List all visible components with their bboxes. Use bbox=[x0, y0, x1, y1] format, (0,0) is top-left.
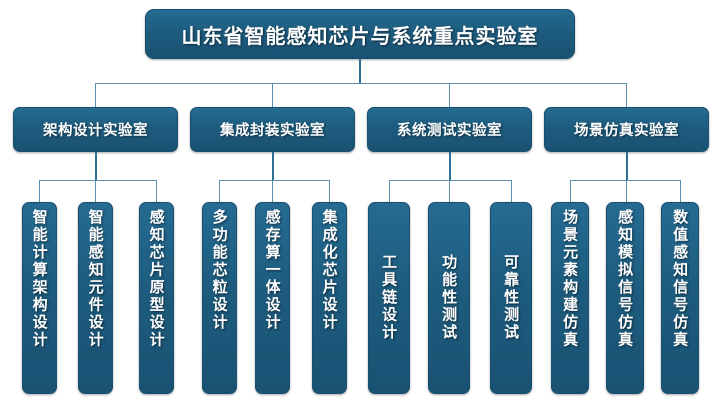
connector-leaf-2-0 bbox=[389, 180, 390, 202]
connector-level2-bus-right bbox=[359, 83, 627, 84]
group-node-1[interactable]: 集成封装实验室 bbox=[190, 107, 355, 152]
connector-drop-group-1 bbox=[272, 83, 273, 107]
group-node-2-label: 系统测试实验室 bbox=[397, 123, 502, 139]
leaf-node-0-0-label: 智能计算架构设计 bbox=[30, 209, 49, 349]
connector-root-stem bbox=[359, 59, 361, 84]
leaf-node-1-2[interactable]: 集成化芯片设计 bbox=[312, 202, 347, 394]
leaf-node-2-2-label: 可靠性测试 bbox=[502, 254, 521, 342]
connector-leaf-0-2 bbox=[156, 180, 157, 202]
connector-level2-bus-left bbox=[95, 83, 359, 84]
leaf-node-2-2[interactable]: 可靠性测试 bbox=[490, 202, 532, 394]
leaf-node-3-1[interactable]: 感知模拟信号仿真 bbox=[606, 202, 644, 394]
leaf-node-3-1-label: 感知模拟信号仿真 bbox=[616, 209, 635, 349]
connector-drop-group-0 bbox=[95, 83, 96, 107]
connector-drop-group-3 bbox=[626, 83, 627, 107]
leaf-node-0-0[interactable]: 智能计算架构设计 bbox=[22, 202, 57, 394]
group-node-0-label: 架构设计实验室 bbox=[43, 123, 148, 139]
connector-group-2-stem bbox=[449, 152, 451, 180]
leaf-node-3-2-label: 数值感知信号仿真 bbox=[671, 209, 690, 349]
leaf-node-1-1-label: 感存算一体设计 bbox=[263, 209, 282, 332]
leaf-node-1-1[interactable]: 感存算一体设计 bbox=[255, 202, 290, 394]
group-node-2[interactable]: 系统测试实验室 bbox=[367, 107, 532, 152]
connector-drop-group-2 bbox=[449, 83, 450, 107]
leaf-node-1-0[interactable]: 多功能芯粒设计 bbox=[202, 202, 237, 394]
root-node-label: 山东省智能感知芯片与系统重点实验室 bbox=[181, 23, 539, 48]
connector-leaf-3-1 bbox=[626, 180, 627, 202]
connector-leaf-0-0 bbox=[39, 180, 40, 202]
connector-leaf-3-2 bbox=[680, 180, 681, 202]
leaf-node-2-0[interactable]: 工具链设计 bbox=[368, 202, 410, 394]
connector-group-0-bus bbox=[39, 180, 156, 181]
connector-group-1-stem bbox=[272, 152, 274, 180]
leaf-node-3-0[interactable]: 场景元素构建仿真 bbox=[551, 202, 589, 394]
connector-group-3-stem bbox=[626, 152, 628, 180]
connector-group-2-bus bbox=[389, 180, 511, 181]
connector-leaf-0-1 bbox=[95, 180, 96, 202]
group-node-3[interactable]: 场景仿真实验室 bbox=[544, 107, 709, 152]
leaf-node-1-2-label: 集成化芯片设计 bbox=[320, 209, 339, 332]
connector-group-0-stem bbox=[95, 152, 97, 180]
group-node-0[interactable]: 架构设计实验室 bbox=[13, 107, 178, 152]
connector-leaf-2-1 bbox=[449, 180, 450, 202]
connector-leaf-2-2 bbox=[511, 180, 512, 202]
connector-leaf-1-1 bbox=[272, 180, 273, 202]
connector-group-3-bus bbox=[570, 180, 680, 181]
leaf-node-2-1[interactable]: 功能性测试 bbox=[428, 202, 470, 394]
leaf-node-0-2-label: 感知芯片原型设计 bbox=[147, 209, 166, 349]
leaf-node-0-2[interactable]: 感知芯片原型设计 bbox=[139, 202, 174, 394]
leaf-node-1-0-label: 多功能芯粒设计 bbox=[210, 209, 229, 332]
connector-leaf-1-0 bbox=[219, 180, 220, 202]
connector-group-1-bus bbox=[219, 180, 329, 181]
leaf-node-2-0-label: 工具链设计 bbox=[380, 254, 399, 342]
group-node-1-label: 集成封装实验室 bbox=[220, 123, 325, 139]
group-node-3-label: 场景仿真实验室 bbox=[574, 123, 679, 139]
root-node-lab[interactable]: 山东省智能感知芯片与系统重点实验室 bbox=[145, 9, 575, 59]
leaf-node-0-1-label: 智能感知元件设计 bbox=[86, 209, 105, 349]
connector-leaf-3-0 bbox=[570, 180, 571, 202]
leaf-node-2-1-label: 功能性测试 bbox=[440, 254, 459, 342]
connector-leaf-1-2 bbox=[329, 180, 330, 202]
leaf-node-3-2[interactable]: 数值感知信号仿真 bbox=[661, 202, 699, 394]
leaf-node-0-1[interactable]: 智能感知元件设计 bbox=[78, 202, 113, 394]
leaf-node-3-0-label: 场景元素构建仿真 bbox=[561, 209, 580, 349]
